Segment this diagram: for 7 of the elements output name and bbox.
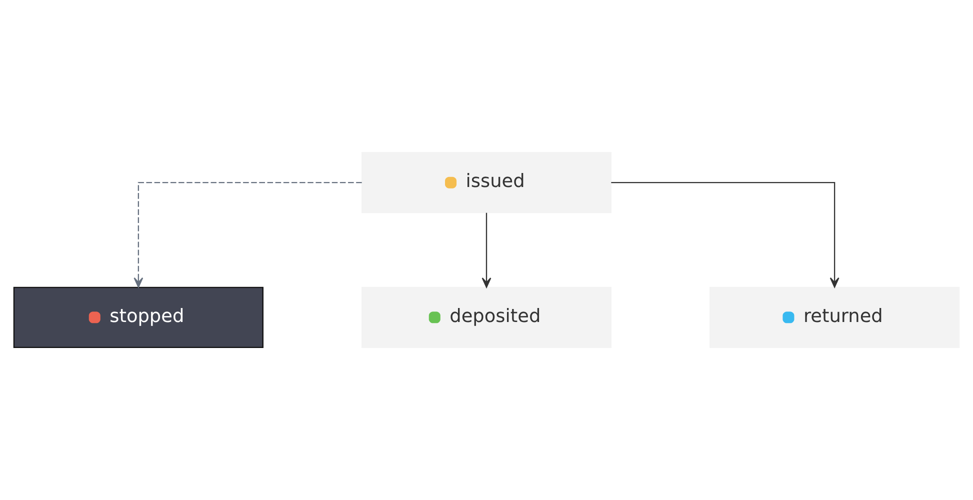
- node-box: issued: [361, 152, 612, 214]
- arrow: [134, 182, 362, 288]
- arrow: [482, 212, 492, 288]
- node-box: returned: [710, 286, 960, 348]
- node-box: deposited: [361, 286, 612, 348]
- node-box: stopped: [13, 286, 264, 348]
- arrow: [611, 182, 840, 288]
